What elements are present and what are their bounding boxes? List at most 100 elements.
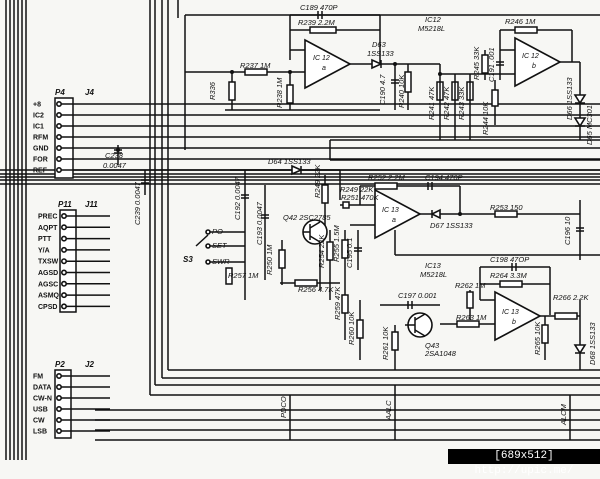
svg-text:C197 0.001: C197 0.001	[398, 291, 437, 300]
svg-text:ALCM: ALCM	[559, 403, 568, 426]
p4-ref: P4	[55, 88, 65, 97]
p11-pin-aqpt: AQPT	[38, 225, 58, 232]
svg-text:C193 0.0047: C193 0.0047	[255, 201, 264, 245]
svg-text:IC 12: IC 12	[313, 55, 330, 62]
p4-pin-for: FOR	[33, 157, 48, 164]
p11-pin-contact	[60, 303, 67, 310]
svg-text:C195 0.1: C195 0.1	[345, 238, 354, 268]
p11-pin-contact	[60, 213, 67, 220]
svg-text:b: b	[532, 63, 536, 70]
p4-pin-contact	[55, 145, 62, 152]
svg-text:R243 33K: R243 33K	[457, 86, 466, 120]
p2-pin-contact	[55, 416, 62, 423]
svg-text:b: b	[512, 319, 516, 326]
svg-text:D63: D63	[372, 40, 387, 49]
svg-text:Q42 2SC2785: Q42 2SC2785	[283, 213, 331, 222]
svg-text:R245 33K: R245 33K	[472, 46, 481, 80]
p11-pin-txsw: TXSW	[38, 259, 59, 266]
p4-pin-rfm: RFM	[33, 135, 48, 142]
svg-text:D67 1SS133: D67 1SS133	[430, 221, 473, 230]
p4-pin-contact	[55, 134, 62, 141]
svg-text:PDCO: PDCO	[279, 396, 288, 418]
p11-pin-asmq: ASMQ	[38, 293, 60, 300]
p11-pin-ptt: PTT	[38, 236, 52, 243]
j2-ref: J2	[85, 360, 94, 369]
p11-pin-contact	[60, 269, 67, 276]
svg-text:M5218L: M5218L	[418, 24, 445, 33]
r237-label: R237 1M	[240, 61, 271, 70]
p2-pin-cw-n: CW-N	[33, 396, 52, 403]
p11-ref: P11	[58, 200, 72, 209]
p2-pin-contact	[55, 372, 62, 379]
p2-pin-usb: USB	[33, 407, 48, 414]
d63-network: D63 1SS133 C190 4.7 R240 10K	[367, 40, 420, 110]
svg-text:R254 22K: R254 22K	[317, 234, 326, 268]
d64: D64 1SS133	[230, 157, 341, 200]
p2-pin-cw: CW	[33, 418, 45, 425]
svg-text:R240 10K: R240 10K	[397, 74, 406, 108]
svg-text:R256 4.7K: R256 4.7K	[298, 285, 334, 294]
svg-text:R263 1M: R263 1M	[456, 313, 487, 322]
svg-text:a: a	[392, 217, 396, 224]
r246-label: R246 1M	[505, 17, 536, 26]
p4-pin-ic1: IC1	[33, 124, 44, 131]
svg-text:C198 47OP: C198 47OP	[490, 255, 529, 264]
svg-text:C190 4.7: C190 4.7	[378, 74, 387, 105]
p4-pin-ic2: IC2	[33, 113, 44, 120]
svg-text:Q43: Q43	[425, 341, 440, 350]
bottom-signals: PDCO AALC ALCM	[279, 385, 571, 440]
svg-text:R259 47K: R259 47K	[333, 286, 342, 320]
svg-text:R252 2.2M: R252 2.2M	[368, 173, 405, 182]
svg-text:R264 3.3M: R264 3.3M	[490, 271, 527, 280]
svg-text:IC 12: IC 12	[522, 53, 539, 60]
svg-text:D65 MC301: D65 MC301	[585, 105, 594, 145]
p11-pin-contact	[60, 292, 67, 299]
p2-pin-fm: FM	[33, 374, 43, 381]
p11-pin-contact	[60, 235, 67, 242]
p11-pin-contact	[60, 280, 67, 287]
ic12-b: IC12 M5218L IC 12 b R246 1M R241 47K R24…	[329, 15, 600, 161]
svg-text:R244 10K: R244 10K	[481, 101, 490, 135]
svg-text:S3: S3	[183, 255, 193, 264]
svg-text:C239 0.0047: C239 0.0047	[133, 181, 142, 225]
svg-text:AALC: AALC	[384, 400, 393, 421]
svg-text:a: a	[322, 65, 326, 72]
svg-text:R251 470K: R251 470K	[341, 193, 380, 202]
connector-p11: P11 J11 PRECAQPTPTTY/ATXSWAGSDAGSCASMQCP…	[38, 200, 110, 313]
svg-text:C191 .001: C191 .001	[487, 47, 496, 82]
r249-r251: R249 22K R251 470K R249 22K	[313, 164, 380, 230]
svg-text:D68 1SS133: D68 1SS133	[588, 322, 597, 365]
p2-ref: P2	[55, 360, 65, 369]
svg-text:R249 22K: R249 22K	[340, 185, 374, 194]
svg-text:R261 10K: R261 10K	[381, 326, 390, 360]
svg-text:R238 1M: R238 1M	[275, 77, 284, 108]
bus-wires	[0, 0, 600, 460]
p11-pin-agsd: AGSD	[38, 270, 58, 277]
svg-text:2SA1048: 2SA1048	[424, 349, 457, 358]
p2-pin-contact	[55, 394, 62, 401]
svg-text:0.0047: 0.0047	[103, 161, 127, 170]
p11-pin-contact	[60, 258, 67, 265]
p11-pin-contact	[60, 246, 67, 253]
r239-label: R239 2.2M	[298, 18, 335, 27]
c189-label: C189 470P	[300, 3, 338, 12]
svg-text:R260 10K: R260 10K	[347, 311, 356, 345]
p4-pin-contact	[55, 156, 62, 163]
svg-text:IC 13: IC 13	[382, 207, 399, 214]
svg-text:D64 1SS133: D64 1SS133	[268, 157, 311, 166]
svg-text:IC 13: IC 13	[502, 309, 519, 316]
svg-text:R336: R336	[208, 81, 217, 100]
p2-pin-contact	[55, 427, 62, 434]
p11-pin-prec: PREC	[38, 214, 57, 221]
p2-pin-lsb: LSB	[33, 429, 47, 436]
p4-pin-contact	[55, 112, 62, 119]
svg-text:R250 1M: R250 1M	[265, 244, 274, 275]
svg-text:R257 1M: R257 1M	[228, 271, 259, 280]
svg-text:R253 150: R253 150	[490, 203, 523, 212]
svg-text:R255 1.5M: R255 1.5M	[332, 225, 341, 262]
p4-pin-gnd: GND	[33, 146, 49, 153]
svg-text:R242 47K: R242 47K	[442, 86, 451, 120]
